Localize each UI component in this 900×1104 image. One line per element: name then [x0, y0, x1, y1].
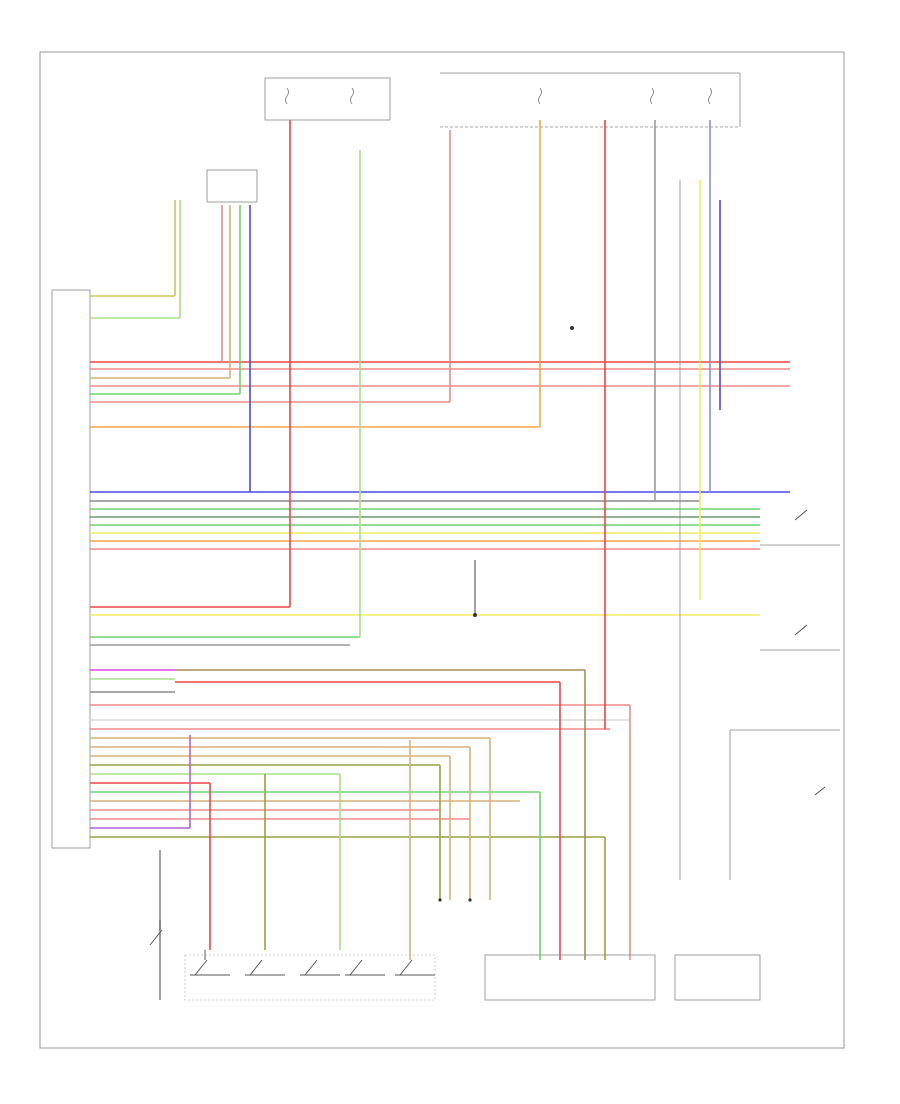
connector-block-right [674, 954, 761, 1001]
switch-symbols [149, 509, 826, 976]
connector-box-bottom-left [184, 954, 436, 1001]
fuse-symbols [285, 87, 712, 105]
connector-block-left [484, 954, 656, 1001]
junction-dots [438, 326, 574, 902]
tcm-connector-bar [51, 289, 91, 849]
vertical-wires [159, 120, 721, 1000]
right-bus [679, 180, 840, 880]
harness-wires [90, 295, 790, 838]
fuse-box-left [264, 77, 391, 121]
diagram-frame [39, 51, 845, 1049]
sensor-box [206, 169, 258, 203]
